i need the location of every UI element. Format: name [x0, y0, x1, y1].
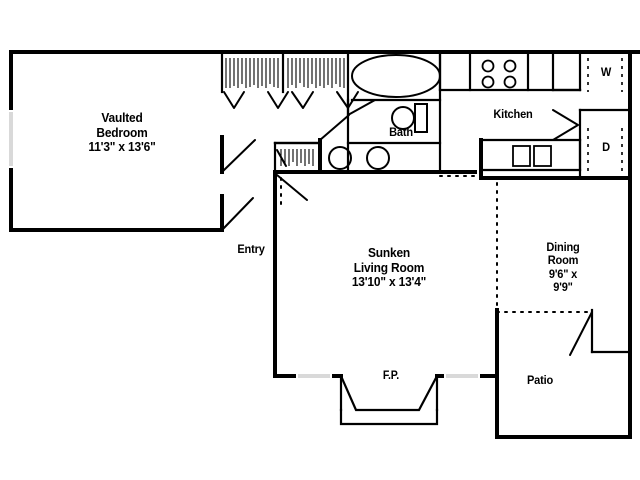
range-burner-4	[503, 75, 517, 89]
toilet-tank	[414, 103, 428, 133]
bedroom-door-swing-upper	[221, 139, 256, 173]
closet-hatch-entry	[280, 149, 314, 166]
range-burner-3	[481, 75, 495, 89]
fireplace-hearth	[339, 408, 439, 426]
sink-basin-2	[533, 145, 552, 167]
fireplace-outline	[339, 374, 439, 412]
level-change-lines	[280, 175, 591, 313]
room-label-dining-room: Dining Room 9'6" x 9'9"	[546, 240, 580, 295]
closet-hatch-1	[225, 58, 279, 88]
kitchen-opening-angle	[552, 109, 579, 141]
patio-closet-door-swing	[569, 311, 593, 356]
room-label-bath: Bath	[389, 125, 413, 139]
range-burner-1	[481, 59, 495, 73]
room-label-kitchen: Kitchen	[493, 107, 533, 121]
appliance-label-washer: W	[600, 65, 612, 79]
entry-closet-door	[276, 149, 287, 167]
bath-door-swing	[319, 114, 350, 141]
feature-label-fireplace: F.P.	[382, 370, 400, 382]
windows	[8, 110, 480, 379]
sink-basin-right	[366, 146, 390, 170]
window-bedroom-glass	[9, 112, 13, 166]
closet-hatch-2	[287, 58, 345, 88]
room-label-entry: Entry	[237, 242, 265, 256]
bifold-door-1	[223, 91, 245, 109]
window-living-1-glass	[298, 374, 330, 378]
room-label-vaulted-bedroom: Vaulted Bedroom 11'3" x 13'6"	[88, 110, 156, 155]
bath-inner-door-swing	[347, 99, 376, 116]
bathtub-oval	[351, 54, 441, 98]
window-living-2-glass	[446, 374, 478, 378]
appliance-outlines	[587, 58, 623, 172]
appliance-label-dryer: D	[602, 140, 610, 154]
plumbing-fixtures	[328, 54, 441, 170]
range-burner-2	[503, 59, 517, 73]
bifold-door-3	[291, 91, 314, 109]
interior-walls	[220, 50, 632, 426]
bedroom-door-swing-lower	[221, 197, 254, 231]
bifold-door-4	[336, 91, 359, 109]
sink-basin-left	[328, 146, 352, 170]
room-label-sunken-living-room: Sunken Living Room 13'10" x 13'4"	[351, 245, 427, 290]
bifold-door-2	[267, 91, 289, 109]
sink-basin-1	[512, 145, 531, 167]
kitchen-fixtures	[481, 59, 552, 167]
room-label-patio: Patio	[526, 373, 554, 387]
